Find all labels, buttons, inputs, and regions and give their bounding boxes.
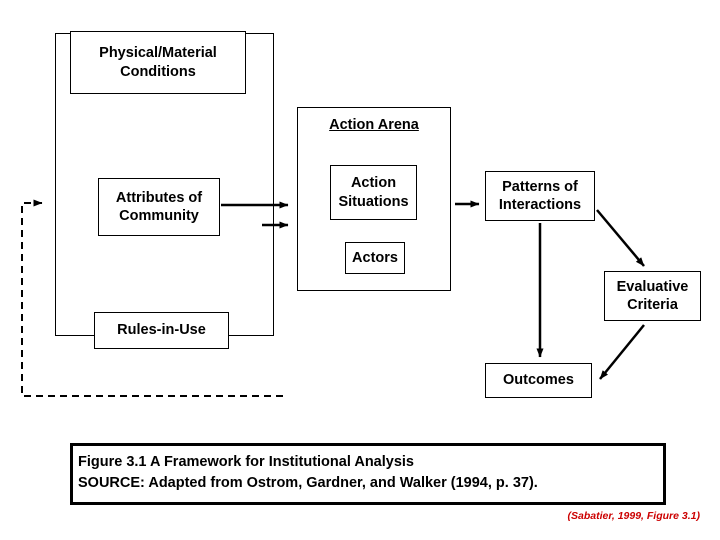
node-rules-in-use[interactable]: Rules-in-Use bbox=[94, 312, 229, 349]
node-outcomes[interactable]: Outcomes bbox=[485, 363, 592, 398]
node-evaluative-criteria[interactable]: Evaluative Criteria bbox=[604, 271, 701, 321]
caption-box bbox=[70, 443, 666, 505]
node-outcomes-label: Outcomes bbox=[503, 372, 574, 389]
node-actors-label: Actors bbox=[352, 249, 398, 266]
node-patterns-of-interactions-label: Patterns of Interactions bbox=[498, 178, 582, 213]
arrow-patterns-to-evaluative bbox=[596, 209, 645, 267]
label-action-arena-text: Action Arena bbox=[329, 117, 419, 133]
action-arena-group bbox=[297, 107, 451, 291]
caption-line-2: SOURCE: Adapted from Ostrom, Gardner, an… bbox=[78, 475, 538, 492]
arrow-evaluative-to-outcomes bbox=[599, 324, 645, 380]
caption-text: Figure 3.1 A Framework for Institutional… bbox=[78, 452, 658, 494]
node-physical-material-conditions-label: Physical/Material Conditions bbox=[99, 45, 217, 80]
node-evaluative-criteria-label: Evaluative Criteria bbox=[616, 278, 689, 313]
caption-line-1: Figure 3.1 A Framework for Institutional… bbox=[78, 454, 414, 470]
node-physical-material-conditions[interactable]: Physical/Material Conditions bbox=[70, 31, 246, 94]
node-action-situations[interactable]: Action Situations bbox=[330, 165, 417, 220]
node-attributes-of-community-label: Attributes of Community bbox=[115, 189, 203, 224]
node-actors[interactable]: Actors bbox=[345, 242, 405, 274]
source-note: (Sabatier, 1999, Figure 3.1) bbox=[567, 510, 700, 522]
node-rules-in-use-label: Rules-in-Use bbox=[117, 322, 206, 339]
label-action-arena: Action Arena bbox=[297, 116, 451, 136]
node-attributes-of-community[interactable]: Attributes of Community bbox=[98, 178, 220, 236]
node-patterns-of-interactions[interactable]: Patterns of Interactions bbox=[485, 171, 595, 221]
node-action-situations-label: Action Situations bbox=[338, 175, 409, 210]
